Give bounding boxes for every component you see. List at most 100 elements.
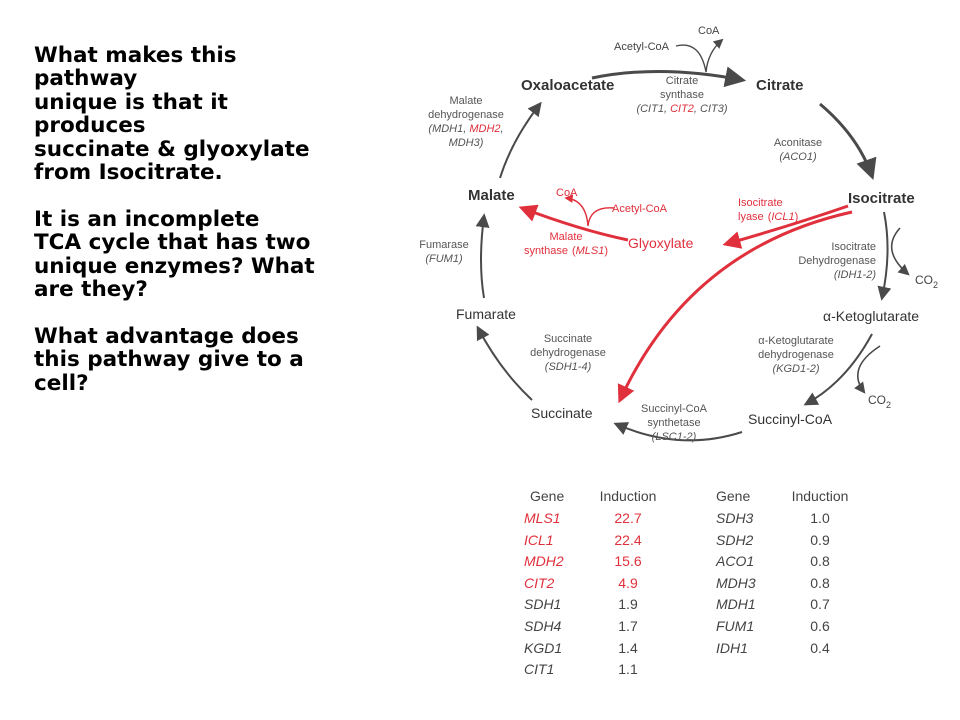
induction-cell: 1.0 (810, 510, 830, 526)
question-line: this pathway give to a (34, 347, 304, 373)
gene-cell: IDH1 (716, 639, 748, 656)
arrow-fumarate-to-malate (475, 213, 490, 299)
question-line: succinate & glyoxylate (34, 136, 310, 162)
induction-cell: 1.4 (618, 639, 638, 656)
enzyme-aconitase: Aconitase (ACO1) (774, 137, 822, 163)
enzyme-isocitrate-dehydrogenase: Isocitrate Dehydrogenase (IDH1-2) (798, 241, 876, 281)
induction-cell: 1.7 (618, 617, 638, 634)
svg-text:Dehydrogenase: Dehydrogenase (798, 255, 876, 267)
co2-arrow-1 (890, 227, 910, 276)
svg-text:Isocitrate: Isocitrate (831, 241, 876, 253)
table-header: Gene Induction (520, 488, 668, 510)
arrow-ketoglutarate-to-succinylcoa (803, 333, 873, 406)
label-acetyl-coa-mid: Acetyl-CoA (612, 203, 668, 215)
arrow-malate-to-oxaloacetate (499, 101, 542, 179)
svg-text:(CIT1, CIT2, CIT3): (CIT1, CIT2, CIT3) (636, 103, 727, 115)
label-citrate: Citrate (756, 77, 804, 94)
table-row: KGD1 1.4 (520, 640, 668, 662)
svg-text:Succinate: Succinate (544, 333, 592, 345)
question-line: pathway (34, 66, 138, 92)
arrow-oxaloacetate-to-citrate (591, 66, 747, 88)
induction-cell: 22.7 (614, 510, 642, 526)
induction-cell: 15.6 (614, 553, 642, 570)
label-coa-mid: CoA (556, 187, 578, 199)
question-line: What makes this (34, 43, 237, 68)
svg-text:(ACO1): (ACO1) (779, 151, 817, 163)
induction-cell: 1.1 (618, 661, 638, 678)
svg-text:dehydrogenase: dehydrogenase (530, 347, 606, 359)
question-line: What advantage does (34, 323, 299, 349)
arrow-succinate-to-fumarate (476, 325, 533, 401)
induction-cell: 22.4 (614, 531, 642, 548)
label-isocitrate: Isocitrate (848, 190, 915, 207)
ketoglutarate-text: -Ketoglutarate (831, 308, 919, 324)
question-line: from Isocitrate. (34, 160, 223, 186)
enzyme-succinyl-coa-synthetase: Succinyl-CoA synthetase (LSC1-2) (641, 403, 708, 443)
gene-cell: ACO1 (716, 553, 755, 570)
label-ketoglutarate: α-Ketoglutarate (823, 308, 919, 324)
enzyme-malate-dehydrogenase: Malate dehydrogenase (MDH1, MDH2, MDH3) (428, 95, 504, 149)
question-line: unique is that it (34, 89, 228, 115)
svg-text:(IDH1-2): (IDH1-2) (834, 269, 877, 281)
gene-cell: ICL1 (524, 531, 554, 548)
label-oxaloacetate: Oxaloacetate (521, 77, 614, 94)
induction-cell: 0.8 (810, 574, 830, 591)
label-fumarate: Fumarate (456, 306, 516, 322)
arrow-isocitrate-to-glyoxylate (722, 204, 849, 249)
enzyme-fumarase: Fumarase (FUM1) (419, 239, 469, 265)
arrow-succinylcoa-to-succinate (613, 422, 743, 442)
gene-cell: MDH2 (524, 553, 564, 570)
question-line: are they? (34, 277, 148, 303)
svg-text:(SDH1-4): (SDH1-4) (545, 361, 592, 373)
label-succinate: Succinate (531, 405, 593, 421)
svg-text:Succinyl-CoA: Succinyl-CoA (641, 403, 708, 415)
svg-text:Citrate: Citrate (666, 75, 698, 87)
induction-cell: 0.6 (810, 617, 830, 634)
enzyme-succinate-dehydrogenase: Succinate dehydrogenase (SDH1-4) (530, 333, 606, 373)
arrow-citrate-to-isocitrate (819, 102, 877, 180)
enzyme-citrate-synthase: Citrate synthase (CIT1, CIT2, CIT3) (636, 75, 727, 115)
gene-cell: MDH3 (716, 574, 756, 591)
induction-cell: 4.9 (618, 574, 638, 591)
tca-cycle-arrows (475, 66, 892, 442)
gene-cell: SDH3 (716, 510, 754, 526)
gene-cell: SDH2 (716, 531, 754, 548)
question-line: unique enzymes? What (34, 253, 315, 279)
arrow-glyoxylate-to-malate (518, 204, 629, 242)
svg-text:dehydrogenase: dehydrogenase (758, 349, 834, 361)
table-row: MDH3 0.8 (712, 575, 860, 597)
svg-text:(KGD1-2): (KGD1-2) (772, 363, 819, 375)
enzyme-malate-synthase: Malate synthase(MLS1) (524, 231, 608, 257)
induction-cell: 0.8 (810, 553, 830, 570)
arrow-isocitrate-to-ketoglutarate (877, 211, 892, 301)
svg-text:(LSC1-2): (LSC1-2) (652, 431, 697, 443)
table-row: ACO1 0.8 (712, 553, 860, 575)
label-glyoxylate: Glyoxylate (628, 235, 694, 251)
acetyl-coa-loop-top (675, 38, 724, 73)
svg-text:synthase(MLS1): synthase(MLS1) (524, 245, 608, 257)
question-line: It is an incomplete (34, 206, 260, 232)
enzyme-ketoglutarate-dehydrogenase: α-Ketoglutarate dehydrogenase (KGD1-2) (758, 335, 834, 375)
label-malate: Malate (468, 187, 515, 204)
label-co2-1: CO2 (915, 273, 938, 290)
alpha-symbol: α (823, 308, 831, 324)
enzyme-isocitrate-lyase: Isocitrate lyase(ICL1) (738, 197, 798, 223)
table-row: SDH2 0.9 (712, 532, 860, 554)
induction-cell: 0.9 (810, 531, 830, 548)
table-row: ICL1 22.4 (520, 532, 668, 554)
arrow-isocitrate-to-succinate (617, 210, 853, 404)
gene-cell: KGD1 (524, 639, 563, 656)
question-line: produces (34, 113, 146, 139)
gene-header: Gene (716, 488, 751, 504)
glyoxylate-shunt-arrows (518, 194, 853, 404)
